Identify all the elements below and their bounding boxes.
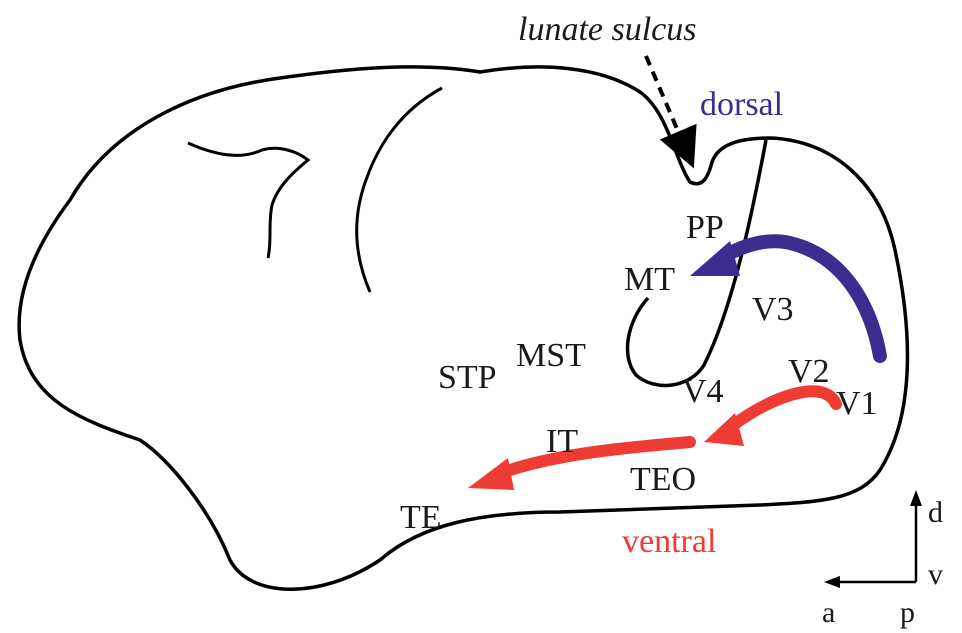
compass-up-arrowhead — [910, 490, 922, 506]
arcuate-sulcus — [187, 141, 311, 259]
dorsal-stream-arrow — [718, 234, 887, 363]
central-sulcus — [355, 86, 443, 293]
area-teo-label: TEO — [630, 461, 696, 498]
ventral-stream-arrowhead-lower — [468, 458, 514, 490]
dorsal-stream-arrowhead — [690, 241, 740, 276]
dorsal-label: dorsal — [700, 86, 783, 123]
ventral-label: ventral — [622, 523, 716, 560]
area-te-label: TE — [400, 499, 442, 536]
ventral-stream-arrow-lower — [504, 436, 696, 476]
lunate-sulcus-label: lunate sulcus — [518, 11, 696, 48]
compass-dorsal-label: d — [928, 496, 943, 529]
brain-outline — [17, 65, 910, 591]
area-mt-label: MT — [624, 261, 675, 298]
area-v3-label: V3 — [752, 291, 794, 328]
lunate-sulcus-contour — [625, 139, 768, 388]
area-v1-label: V1 — [836, 385, 878, 422]
ventral-stream-arrowhead-upper — [704, 413, 744, 446]
area-mst-label: MST — [516, 337, 586, 374]
area-it-label: IT — [546, 423, 578, 460]
compass-posterior-label: p — [900, 596, 915, 629]
lunate-sulcus-pointer — [644, 55, 697, 169]
ventral-stream-arrow-upper — [720, 385, 842, 436]
compass-left-arrowhead — [824, 576, 840, 588]
area-stp-label: STP — [438, 359, 497, 396]
compass-ventral-label: v — [928, 558, 943, 591]
compass-anterior-label: a — [822, 596, 835, 629]
area-v4-label: V4 — [682, 373, 724, 410]
area-pp-label: PP — [686, 209, 724, 246]
area-v2-label: V2 — [788, 353, 830, 390]
